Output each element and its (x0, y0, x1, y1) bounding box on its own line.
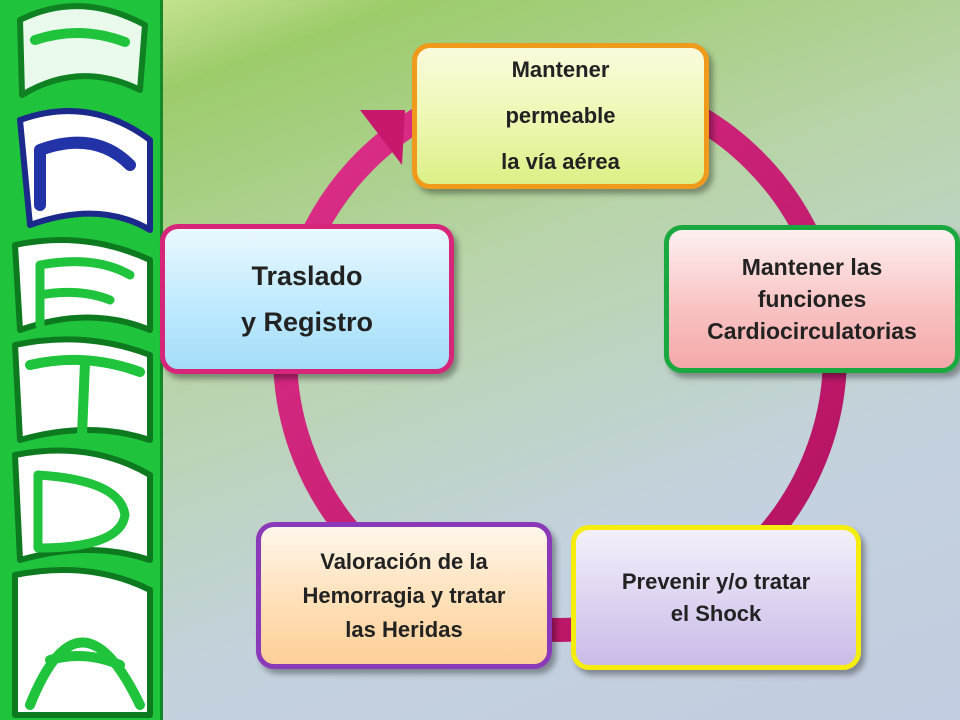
step-circulation: Mantener las funciones Cardiocirculatori… (664, 225, 960, 373)
step-hemorrhage-line-3: las Heridas (345, 616, 463, 642)
step-hemorrhage: Valoración de la Hemorragia y tratar las… (256, 522, 552, 669)
step-transfer-line-2: y Registro (240, 307, 374, 337)
step-circulation-line-1: Mantener las (741, 254, 883, 280)
step-airway-line-3: la vía aérea (501, 149, 620, 174)
step-shock: Prevenir y/o tratar el Shock (571, 525, 861, 670)
step-transfer-line-1: Traslado (251, 261, 363, 291)
step-circulation-line-3: Cardiocirculatorias (707, 318, 917, 344)
cycle-arrowhead (360, 110, 405, 165)
step-hemorrhage-line-2: Hemorragia y tratar (302, 582, 506, 608)
step-circulation-line-2: funciones (757, 286, 867, 312)
sidebar-letter-art (12, 3, 153, 718)
step-hemorrhage-line-1: Valoración de la (320, 548, 488, 574)
sidebar-logo (0, 0, 163, 720)
step-shock-line-2: el Shock (670, 600, 762, 626)
step-airway-line-1: Mantener (511, 57, 610, 82)
step-transfer: Traslado y Registro (160, 224, 454, 374)
step-airway: Mantener permeable la vía aérea (412, 43, 709, 189)
step-airway-line-2: permeable (505, 103, 616, 128)
step-shock-line-1: Prevenir y/o tratar (621, 568, 811, 594)
